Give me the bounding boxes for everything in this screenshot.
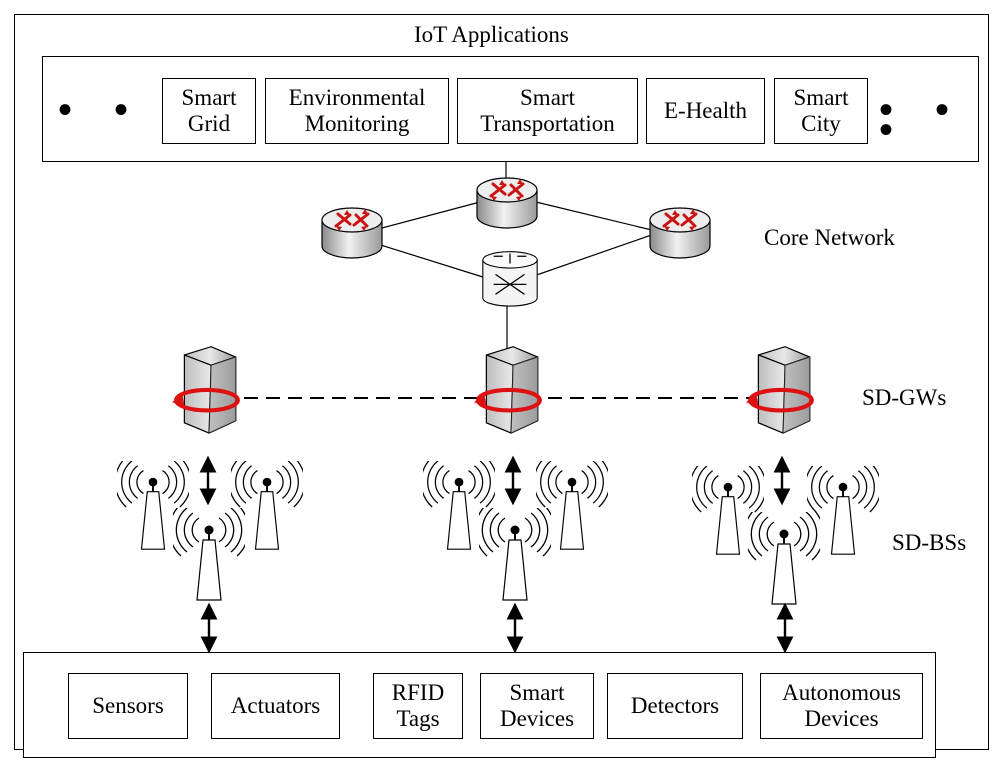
antenna-icon-center-a bbox=[423, 461, 495, 551]
router-icon-left bbox=[320, 206, 384, 260]
device-detectors: Detectors bbox=[607, 673, 743, 739]
server-icon-gateway-left bbox=[172, 347, 238, 433]
sd-bss-label: SD-BSs bbox=[892, 530, 967, 555]
app-e-health: E-Health bbox=[646, 78, 765, 144]
antenna-icon-left-a bbox=[117, 461, 189, 551]
sd-gws-label: SD-GWs bbox=[862, 385, 947, 410]
iot-applications-title: IoT Applications bbox=[414, 22, 569, 47]
router-icon-right bbox=[648, 206, 712, 260]
antenna-icon-left-b bbox=[231, 461, 303, 551]
server-icon-gateway-right bbox=[746, 347, 812, 433]
antenna-icon-center-b bbox=[536, 461, 608, 551]
device-actuators: Actuators bbox=[211, 673, 340, 739]
core-network-label: Core Network bbox=[764, 225, 895, 250]
switch-icon-core bbox=[482, 251, 538, 307]
device-sensors: Sensors bbox=[68, 673, 188, 739]
antenna-icon-right-a bbox=[692, 466, 764, 556]
antenna-icon-left-c bbox=[173, 508, 245, 601]
router-icon-top bbox=[475, 176, 539, 230]
server-icon-gateway-center bbox=[474, 347, 540, 433]
antenna-icon-center-c bbox=[479, 508, 551, 601]
antenna-icon-right-c bbox=[748, 512, 820, 605]
